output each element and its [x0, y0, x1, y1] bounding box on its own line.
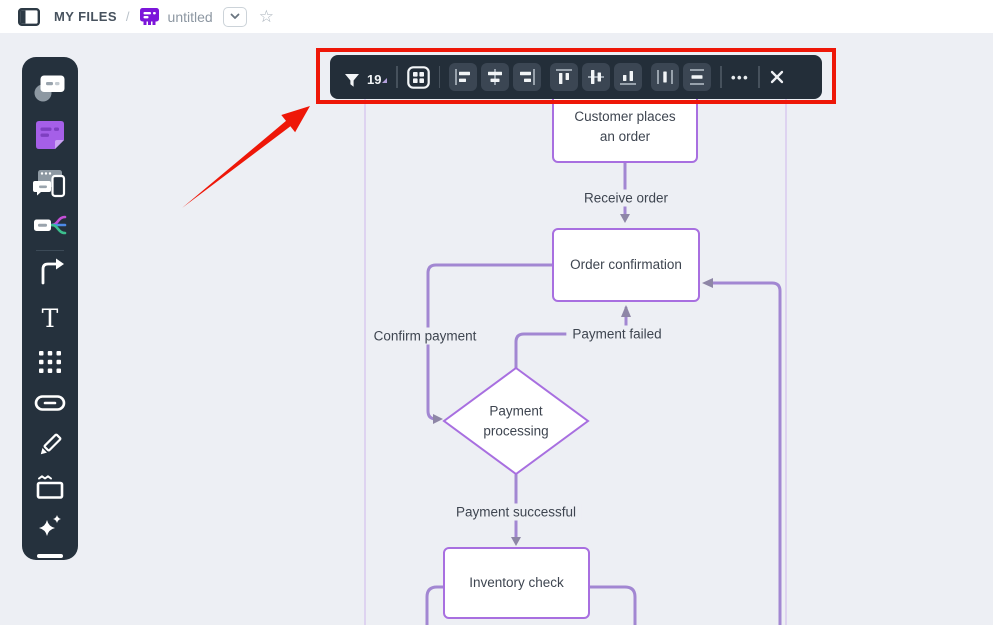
- align-right-button[interactable]: [513, 63, 542, 91]
- draw-tool-button[interactable]: [32, 427, 68, 463]
- node-customer-places-order[interactable]: Customer places an order: [552, 90, 698, 163]
- node-order-confirmation[interactable]: Order confirmation: [552, 228, 700, 302]
- shapes-icon: [34, 75, 65, 102]
- toolbar-divider: [396, 66, 398, 88]
- more-options-button[interactable]: •••: [730, 69, 750, 85]
- mindmap-tool-button[interactable]: [32, 207, 68, 243]
- caret-icon: [382, 78, 388, 83]
- edge-label-confirm-payment[interactable]: Confirm payment: [367, 327, 483, 345]
- tools-sidebar: T: [22, 57, 78, 560]
- sticky-note-tool-button[interactable]: [32, 117, 68, 153]
- node-payment-processing-label[interactable]: Payment processing: [456, 401, 576, 440]
- frame-left-guide: [364, 60, 366, 625]
- link-icon: [34, 395, 66, 411]
- frame-right-guide: [785, 60, 787, 625]
- toolbar-divider: [758, 66, 760, 88]
- selection-count: 19: [367, 72, 382, 87]
- align-top-icon: [556, 69, 573, 84]
- link-tool-button[interactable]: [32, 385, 68, 421]
- selection-filter-button[interactable]: 19: [344, 66, 388, 88]
- document-title[interactable]: untitled: [167, 8, 213, 25]
- edge-loop-bottom-right: [588, 585, 637, 625]
- connector-tool-button[interactable]: [32, 254, 68, 290]
- align-top-button[interactable]: [550, 63, 579, 91]
- app-header: MY FILES / untitled ☆: [0, 0, 993, 33]
- title-menu-button[interactable]: [222, 6, 247, 27]
- align-bottom-button[interactable]: [614, 63, 643, 91]
- more-tools-grid-icon: [39, 351, 61, 373]
- edge-label-receive-order[interactable]: Receive order: [577, 189, 675, 207]
- grid-frame-icon: [407, 65, 430, 89]
- distribute-group: [651, 63, 712, 91]
- ai-tool-button[interactable]: [32, 509, 68, 545]
- node-label: Payment processing: [483, 403, 549, 438]
- frame-tool-button[interactable]: [32, 469, 68, 505]
- breadcrumb-separator: /: [125, 9, 130, 24]
- align-center-horizontal-icon: [488, 69, 503, 85]
- connector-arrow-icon: [41, 258, 64, 285]
- breadcrumb-my-files[interactable]: MY FILES: [54, 9, 117, 24]
- selection-toolbar: 19: [330, 55, 822, 99]
- node-inventory-check[interactable]: Inventory check: [443, 547, 590, 619]
- align-left-button[interactable]: [449, 63, 478, 91]
- toolbar-divider: [438, 66, 441, 88]
- node-label: Customer places an order: [574, 108, 676, 144]
- distribute-horizontal-button[interactable]: [651, 63, 680, 91]
- vertical-align-group: [550, 63, 643, 91]
- frames-icon: [33, 170, 66, 198]
- more-tools-button[interactable]: [32, 344, 68, 380]
- edge-label-payment-failed[interactable]: Payment failed: [566, 325, 668, 343]
- board-icon: [139, 7, 160, 26]
- frame-icon: [36, 475, 64, 499]
- filter-funnel-icon: [345, 74, 359, 87]
- node-payment-processing-shape: [442, 366, 590, 476]
- sidebar-toggle-icon[interactable]: [18, 7, 40, 26]
- chevron-down-icon: [230, 13, 240, 19]
- pencil-icon: [40, 433, 62, 455]
- align-left-icon: [455, 69, 471, 85]
- arrowheads: [433, 214, 713, 546]
- align-bottom-icon: [620, 71, 637, 85]
- edge-loop-bottom-left: [425, 585, 445, 625]
- edge-label-payment-successful[interactable]: Payment successful: [449, 503, 583, 521]
- align-middle-vertical-icon: [588, 70, 605, 84]
- sidebar-handle[interactable]: [37, 554, 63, 558]
- frame-selection-button[interactable]: [407, 65, 430, 89]
- text-tool-icon: T: [41, 303, 59, 333]
- close-toolbar-button[interactable]: [769, 69, 785, 85]
- mindmap-icon: [34, 215, 67, 235]
- ai-sparkle-icon: [39, 515, 61, 536]
- distribute-horizontal-icon: [657, 70, 674, 84]
- frames-tool-button[interactable]: [32, 165, 68, 201]
- sticky-note-icon: [36, 121, 64, 149]
- align-middle-vertical-button[interactable]: [582, 63, 611, 91]
- sidebar-divider: [36, 250, 64, 251]
- align-right-icon: [520, 69, 536, 85]
- distribute-vertical-icon: [690, 69, 705, 85]
- distribute-vertical-button[interactable]: [683, 63, 712, 91]
- favorite-star-icon[interactable]: ☆: [258, 7, 274, 26]
- horizontal-align-group: [449, 63, 542, 91]
- close-icon: [770, 70, 783, 84]
- align-center-horizontal-button[interactable]: [481, 63, 510, 91]
- toolbar-divider: [720, 66, 722, 88]
- shapes-tool-button[interactable]: [32, 70, 68, 106]
- text-tool-button[interactable]: T: [32, 300, 68, 336]
- node-label: Order confirmation: [570, 257, 682, 273]
- edge-loop-right: [708, 281, 782, 625]
- node-label: Inventory check: [469, 575, 564, 591]
